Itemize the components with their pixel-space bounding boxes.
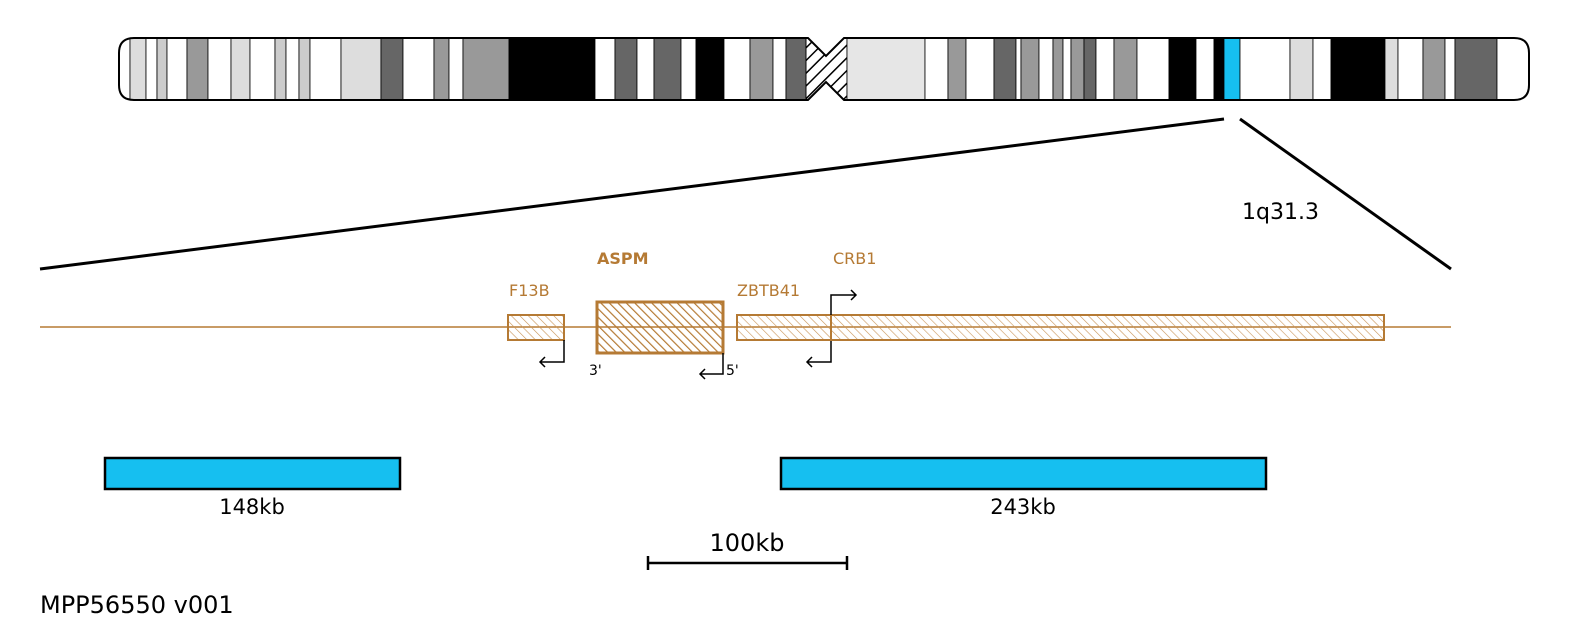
chromosome-outline [118,37,1530,101]
chromosome-band [772,38,787,100]
chromosome-band [594,38,616,100]
chromosome-band [433,38,450,100]
gene-zbtb41-box [736,314,832,341]
chromosome-band [695,38,725,100]
region-left-size: 148kb [219,495,285,519]
footer-id: MPP56550 v001 [40,591,234,619]
gene-f13b-label: F13B [509,281,550,300]
chromosome-band [1113,38,1138,100]
region-right-size: 243kb [990,495,1056,519]
chromosome-band [805,38,848,100]
chromosome-band [207,38,232,100]
chromosome-bands [119,38,1529,100]
chromosome-ideogram [118,37,1530,101]
chromosome-band [993,38,1017,100]
zoom-line-left [39,117,1225,271]
chromosome-band [340,38,382,100]
highlighted-band [1223,38,1241,100]
chromosome-band [1422,38,1446,100]
chromosome-band [1168,38,1197,100]
chromosome-band [166,38,188,100]
chromosome-band [380,38,404,100]
chromosome-band [156,38,168,100]
chromosome-band [846,38,926,100]
chromosome-band [1213,38,1225,100]
gene-crb1-box [830,314,1385,341]
chromosome-band [965,38,995,100]
chromosome-band [680,38,697,100]
zbtb41-direction-arrow-icon [805,340,832,368]
band-label: 1q31.3 [1242,200,1319,225]
gene-aspm-label: ASPM [597,249,649,268]
chromosome-band [1052,38,1064,100]
chromosome-band [1015,38,1022,100]
chromosome-band [285,38,300,100]
gene-aspm-box [595,300,725,355]
scale-bar-label: 100kb [710,529,785,557]
scale-bar: 100kb [646,529,849,570]
chromosome-band [1330,38,1386,100]
chromosome-band [129,38,147,100]
region-right: 243kb [779,456,1268,519]
chromosome-band [1070,38,1085,100]
chromosome-band [614,38,638,100]
chromosome-band [653,38,682,100]
chromosome-band [230,38,251,100]
chromosome-band [274,38,287,100]
region-left-bar [103,456,402,491]
f13b-direction-arrow-icon [538,340,565,368]
chromosome-band [1062,38,1072,100]
crb1-direction-arrow-icon [830,289,858,315]
chromosome-band [508,38,596,100]
chromosome-band [1454,38,1498,100]
gene-crb1-label: CRB1 [833,249,876,268]
chromosome-band [1195,38,1215,100]
chromosome-band [636,38,655,100]
chromosome-band [1496,38,1529,100]
chromosome-band [1239,38,1291,100]
chromosome-band [186,38,209,100]
chromosome-band [1384,38,1399,100]
gene-f13b-box [507,314,565,341]
chromosome-band [402,38,435,100]
chromosome-band [1038,38,1054,100]
chromosome-band [448,38,464,100]
chromosome-band [1312,38,1332,100]
chromosome-band [947,38,967,100]
chromosome-band [249,38,276,100]
chromosome-band [1444,38,1456,100]
region-left: 148kb [103,456,402,519]
gene-f13b: F13B [507,281,565,368]
aspm-direction-arrow-icon [698,353,724,380]
zoom-line-right [1239,117,1452,271]
aspm-3prime-label: 3' [589,363,602,379]
region-right-bar [779,456,1268,491]
chromosome-band [1289,38,1314,100]
chromosome-band [924,38,949,100]
aspm-5prime-label: 5' [726,363,739,379]
chromosome-band [1020,38,1040,100]
chromosome-band [462,38,510,100]
chromosome-band [1136,38,1170,100]
chromosome-band [749,38,774,100]
gene-zbtb41: ZBTB41 [736,281,832,368]
chromosome-band [1397,38,1424,100]
chromosome-band [309,38,342,100]
chromosome-band [723,38,751,100]
gene-aspm: ASPM 3' 5' [589,249,739,380]
chromosome-band [1083,38,1097,100]
gene-crb1: CRB1 [830,249,1385,341]
gene-zbtb41-label: ZBTB41 [737,281,800,300]
chromosome-band [785,38,807,100]
chromosome-band [145,38,158,100]
chromosome-band [298,38,311,100]
chromosome-band [1095,38,1115,100]
